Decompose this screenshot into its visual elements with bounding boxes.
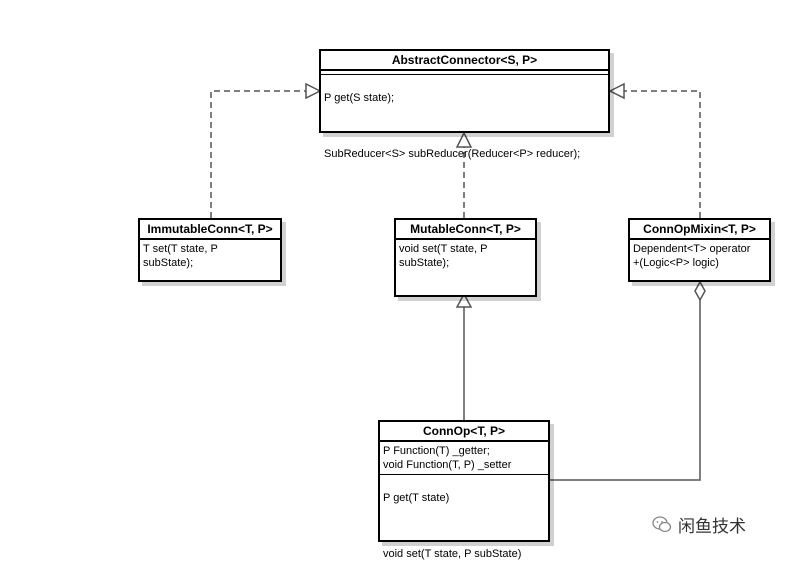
class-name: AbstractConnector<S, P> [321,51,608,71]
method-get: P get(S state); [324,92,395,104]
immutable-conn-class: ImmutableConn<T, P> T set(T state, P sub… [138,218,282,282]
class-methods: P get(T state) void set(T state, P subSt… [380,474,548,577]
connop-arrowhead [455,292,473,308]
relationship-lines [210,82,706,481]
class-methods: T set(T state, P subState); [143,243,218,269]
method-subreducer: SubReducer<S> subReducer(Reducer<P> redu… [324,148,581,160]
conn-op-class: ConnOp<T, P> P Function(T) _getter; void… [378,420,550,560]
class-methods: P get(S state); SubReducer<S> subReducer… [321,75,608,177]
class-methods: Dependent<T> operator +(Logic<P> logic) [633,243,751,269]
watermark-text: 闲鱼技术 [678,517,746,536]
wechat-icon [652,515,672,532]
class-methods: void set(T state, P subState); [399,243,488,269]
connop-aggregation-line [550,300,701,481]
class-fields: P Function(T) _getter; void Function(T, … [383,445,512,471]
immutable-realization-line [210,90,306,218]
conn-op-mixin-class: ConnOpMixin<T, P> Dependent<T> operator … [628,218,771,282]
watermark: 闲鱼技术 [652,512,746,537]
aggregation-diamond [694,280,706,302]
mixin-arrowhead [608,82,625,100]
method-set: void set(T state, P subState) [383,548,522,560]
class-name: MutableConn<T, P> [396,220,535,240]
mutable-conn-class: MutableConn<T, P> void set(T state, P su… [394,218,537,297]
mutable-arrowhead [455,131,473,148]
abstract-connector-class: AbstractConnector<S, P> P get(S state); … [319,49,610,160]
class-name: ConnOp<T, P> [380,422,548,442]
class-name: ConnOpMixin<T, P> [630,220,769,240]
class-name: ImmutableConn<T, P> [140,220,280,240]
mixin-realization-line [624,90,701,218]
immutable-arrowhead [305,82,322,100]
method-get: P get(T state) [383,492,450,504]
